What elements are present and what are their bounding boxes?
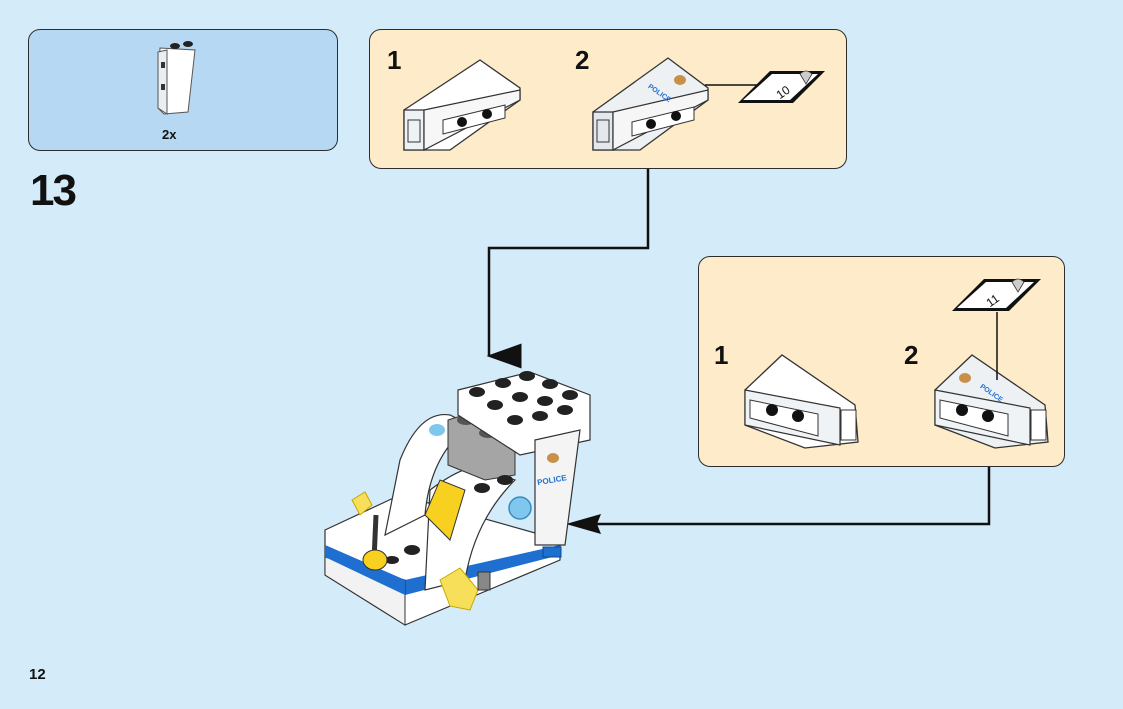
sticker-11-icon: 11 [952,278,1041,311]
step-number: 13 [30,166,77,215]
sticker-10-icon: 10 [738,70,825,103]
police-slope-brick-icon: POLICE [592,57,709,151]
substep-2-number-1: 1 [714,340,729,370]
slope-brick-icon [403,59,521,151]
page-number: 12 [29,666,46,683]
substep-2-number-2: 2 [904,340,919,370]
police-slope-brick-icon: POLICE [934,354,1049,449]
connector-line-2 [590,467,991,526]
connector-arrow-1 [486,169,650,369]
part-quantity: 2x [162,127,177,142]
connector-arrow-2-head [566,514,601,534]
substep-1-number-1: 1 [387,45,402,75]
police-vehicle-model: POLICE [324,371,591,626]
slope-brick-icon [744,354,859,449]
substep-1-number-2: 2 [575,45,590,75]
